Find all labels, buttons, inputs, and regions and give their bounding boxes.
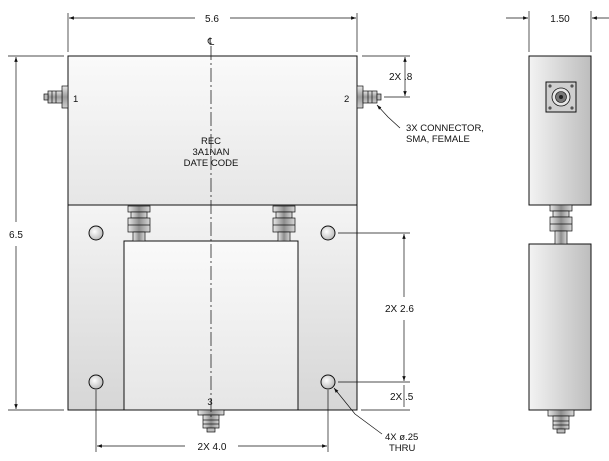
centerline-symbol: ℄ — [207, 37, 215, 48]
hole-callout-line-2: THRU — [389, 443, 416, 454]
upper-housing — [67, 55, 358, 206]
side-view: 1.50 — [506, 11, 609, 434]
front-dimensions: 5.6 6.5 2X .8 3X CONNECTOR, SMA, FEMALE … — [8, 13, 484, 454]
connector-offset-dimension: 2X .8 — [389, 72, 413, 83]
connector-callout-line-1: 3X CONNECTOR, — [406, 123, 484, 134]
sma-connector-port-1 — [43, 85, 69, 109]
mounting-hole — [88, 225, 104, 241]
side-width-dimension: 1.50 — [550, 14, 570, 25]
hole-edge-offset-dimension: 2X .5 — [390, 392, 414, 403]
side-sma-flange — [545, 81, 577, 113]
label-line-2: 3A1NAN — [193, 147, 230, 158]
port-3-label: 3 — [207, 397, 212, 408]
sma-connector-port-2 — [356, 85, 382, 109]
connector-callout-line-2: SMA, FEMALE — [406, 134, 470, 145]
sma-connector-port-3 — [197, 409, 225, 433]
mounting-hole — [320, 225, 336, 241]
side-internal-connector — [549, 204, 573, 245]
hole-spacing-horizontal-dimension: 2X 4.0 — [198, 442, 227, 453]
hole-callout-line-1: 4X ø.25 — [385, 432, 418, 443]
side-upper-body — [528, 55, 592, 206]
internal-connector-right — [272, 205, 296, 242]
height-dimension: 6.5 — [9, 230, 23, 241]
side-bottom-connector — [547, 409, 575, 434]
label-line-3: DATE CODE — [184, 158, 239, 169]
port-1-label: 1 — [73, 94, 78, 105]
label-line-1: REC — [201, 136, 221, 147]
hole-spacing-vertical-dimension: 2X 2.6 — [385, 304, 414, 315]
port-2-label: 2 — [344, 94, 349, 105]
internal-connector-left — [127, 205, 151, 242]
width-dimension: 5.6 — [205, 14, 219, 25]
front-view: ℄ 1 2 3 REC 3A1NAN DATE CODE — [43, 37, 382, 433]
side-lower-body — [528, 243, 592, 411]
mounting-hole — [320, 374, 336, 390]
mounting-hole — [88, 374, 104, 390]
